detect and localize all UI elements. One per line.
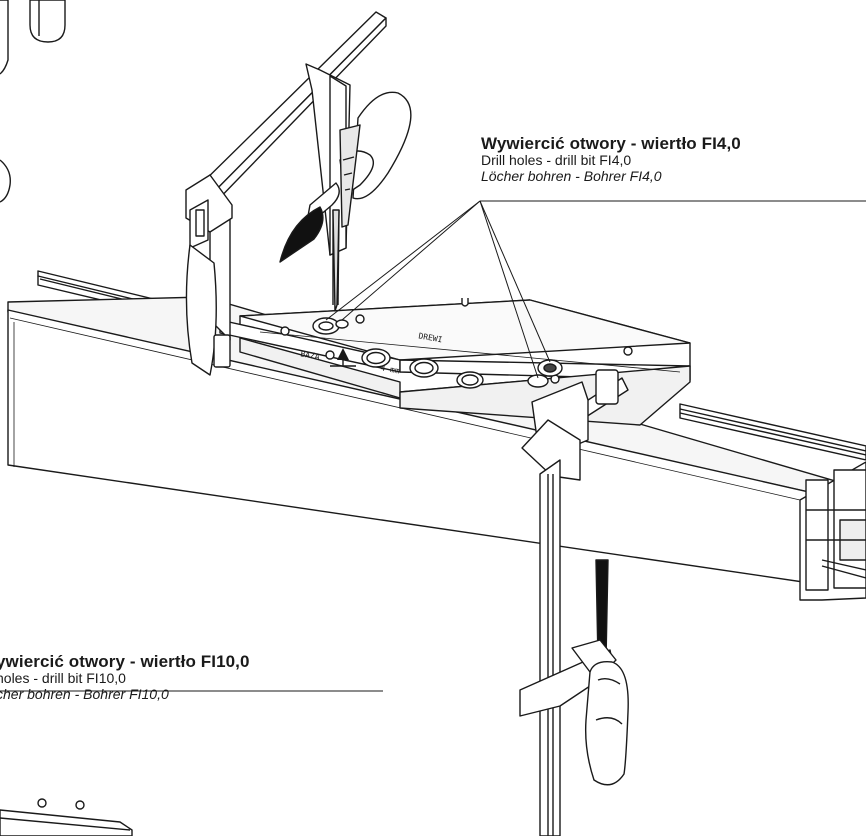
corner-fragment-top-left <box>0 0 66 203</box>
callout-english-text: holes - drill bit FI10,0 <box>0 670 126 687</box>
callout-drill-fi4: Wywiercić otwory - wiertło FI4,0 Drill h… <box>481 134 741 184</box>
template-mm-mark: 4 mm <box>380 363 401 375</box>
callout-german-text: cher bohren - Bohrer FI10,0 <box>0 685 169 702</box>
callout-polish-text: Wywiercić otwory - wiertło FI4,0 <box>481 134 741 153</box>
callout-drill-fi10: ywiercić otwory - wiertło FI10,0 holes -… <box>0 652 250 702</box>
callout-english-text: Drill holes - drill bit FI4,0 <box>481 152 632 169</box>
template-fragment-bottom-left <box>0 798 133 836</box>
callout-polish-text: ywiercić otwory - wiertło FI10,0 <box>0 652 250 671</box>
leader-lines <box>0 200 866 692</box>
drill-guide-template-icon: BAZA 4 mm DREWI <box>219 298 691 426</box>
template-brand-mark: DREWI <box>418 331 443 344</box>
clamp-icon <box>185 11 387 376</box>
template-base-mark: BAZA <box>300 349 321 361</box>
drill-icon <box>279 91 412 312</box>
clamp-icon <box>519 369 629 836</box>
callout-german-text: Löcher bohren - Bohrer FI4,0 <box>481 167 662 184</box>
